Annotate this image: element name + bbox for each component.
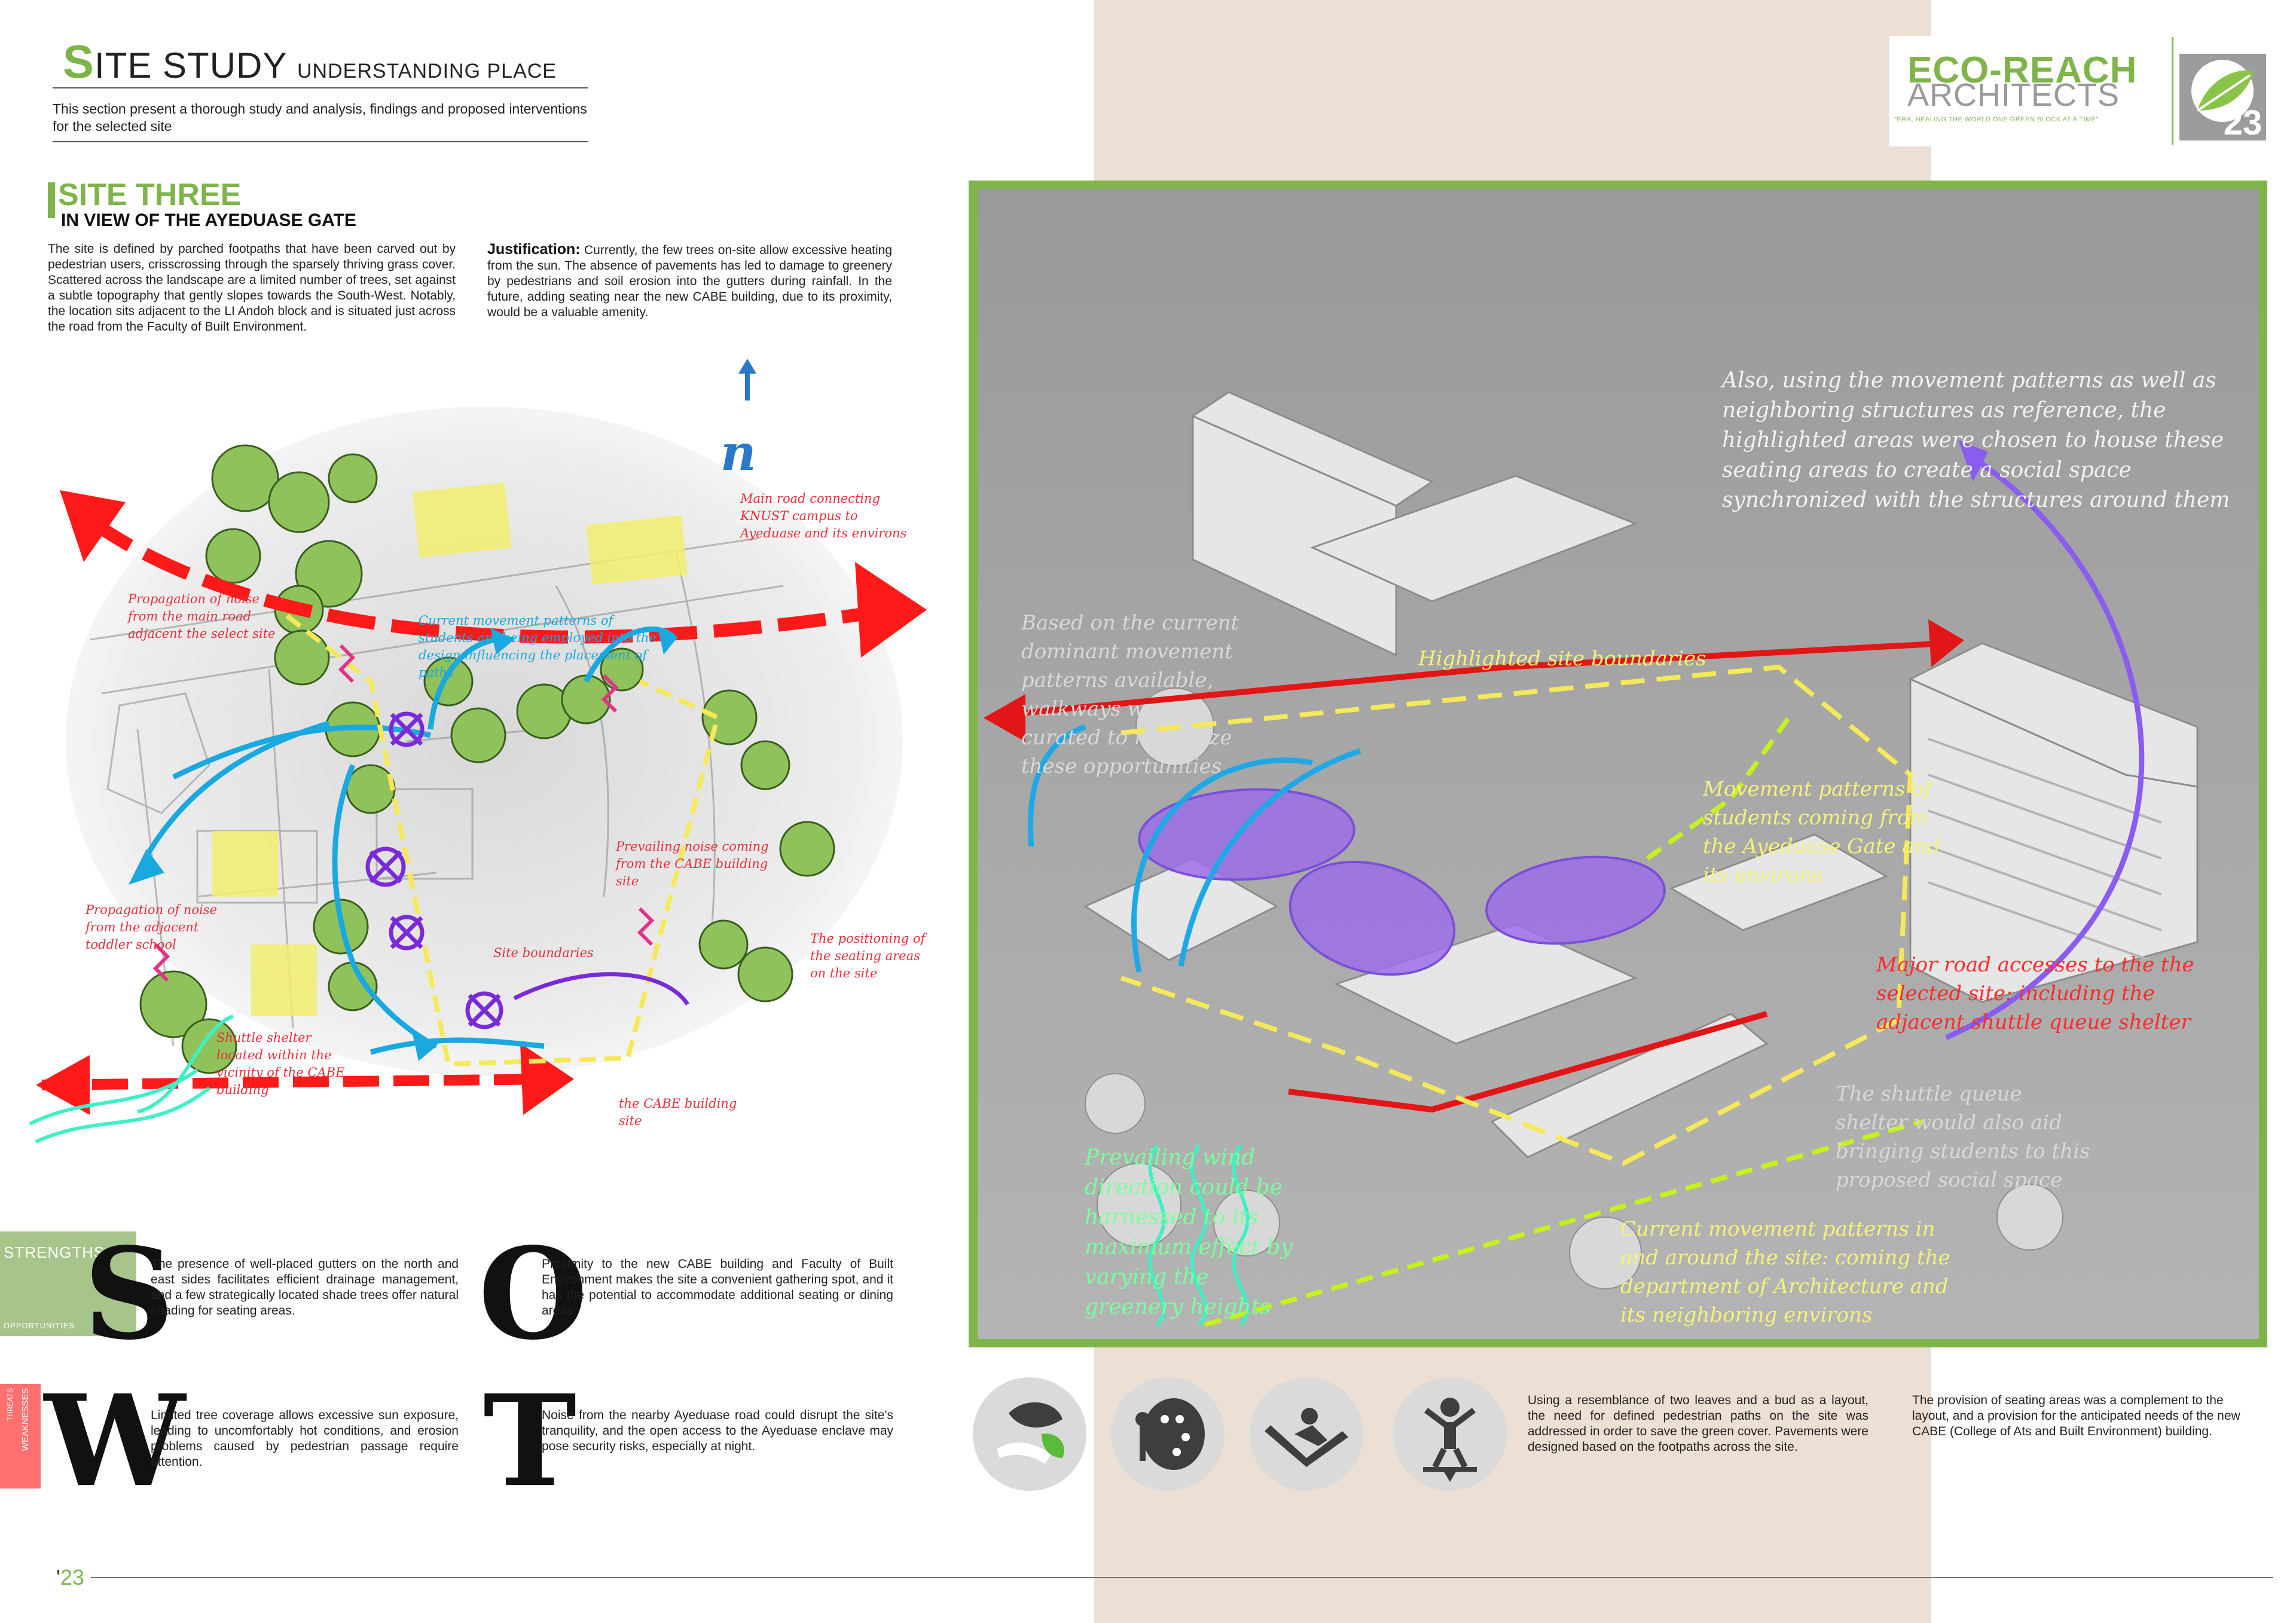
opportunities-label: OPPORTUNITIES [4, 1321, 75, 1330]
site-justification: Justification: Currently, the few trees … [487, 242, 892, 320]
swot-letter-t: T [483, 1367, 577, 1515]
swot-letter-o: O [478, 1220, 588, 1368]
brand-divider [2172, 37, 2173, 145]
header-rule-bottom [53, 141, 588, 142]
footer-year: '23 [56, 1565, 84, 1590]
leaf-hand-icon [973, 1377, 1086, 1491]
annotation-current-movement: Current movement patterns in and around … [1620, 1217, 1950, 1327]
footer-year-number: 23 [60, 1565, 84, 1590]
threats-label: THREATS [6, 1388, 14, 1422]
opportunities-text: Proximity to the new CABE building and F… [542, 1257, 893, 1318]
weaknesses-label: WEAKNESSES [20, 1388, 30, 1451]
annotation-movement-ayeduase: Movement patterns of students coming fro… [1703, 777, 1941, 887]
swot-strengths-band [0, 1231, 136, 1336]
page-title: SITE STUDY UNDERSTANDING PLACE [63, 35, 557, 89]
site-subtitle: IN VIEW OF THE AYEDUASE GATE [61, 210, 356, 230]
annotation-based-on: Based on the current dominant movement p… [1021, 611, 1239, 778]
north-arrow-icon: n [720, 424, 756, 482]
lounge-chair-icon [1250, 1377, 1363, 1491]
swot-letter-s: S [84, 1220, 175, 1368]
layout-note: Using a resemblance of two leaves and a … [1528, 1393, 1868, 1454]
site-description: The site is defined by parched footpaths… [48, 242, 456, 334]
page-subtitle: UNDERSTANDING PLACE [297, 60, 557, 82]
swot-letter-w: W [44, 1367, 185, 1515]
site-plan-sketch [18, 359, 951, 1160]
label-noise-cabe: Prevailing noise coming from the CABE bu… [616, 839, 769, 888]
weaknesses-text: Limited tree coverage allows excessive s… [151, 1408, 459, 1469]
brand-name: ECO-REACH [1907, 50, 2138, 91]
brand-tagline: "ERA, HEALING THE WORLD ONE GREEN BLOCK … [1894, 116, 2099, 123]
intro-text: This section present a thorough study an… [53, 101, 587, 134]
label-noise-toddler: Propagation of noise from the adjacent t… [86, 903, 217, 952]
footer-year-prefix: ' [56, 1565, 60, 1590]
annotation-also-using: Also, using the movement patterns as wel… [1722, 368, 2230, 512]
axonometric-render [978, 189, 2259, 1339]
label-main-road: Main road connecting KNUST campus to Aye… [740, 491, 907, 540]
swot-weakness-band [0, 1384, 41, 1488]
site-title: SITE THREE [58, 178, 242, 212]
footer-rule [91, 1577, 2273, 1578]
site-title-accent [48, 182, 55, 218]
strengths-text: The presence of well-placed gutters on t… [151, 1257, 459, 1318]
annotation-highlighted: Highlighted site boundaries [1418, 647, 1706, 671]
label-site-boundaries: Site boundaries [493, 946, 594, 960]
header-rule-top [53, 87, 588, 88]
justification-label: Justification: [487, 241, 581, 258]
annotation-shuttle-queue: The shuttle queue shelter would also aid… [1836, 1082, 2090, 1192]
justification-text: Currently, the few trees on-site allow e… [487, 243, 892, 319]
threats-text: Noise from the nearby Ayeduase road coul… [542, 1408, 893, 1453]
title-initial: S [63, 35, 95, 88]
brand-subname: ARCHITECTS [1907, 77, 2120, 113]
brand-year: '23 [2215, 103, 2263, 142]
title-rest: ITE STUDY [94, 45, 287, 85]
label-cabe-site: the CABE building site [619, 1096, 737, 1128]
person-balance-icon [1393, 1377, 1507, 1491]
palette-icon [1111, 1377, 1225, 1491]
provision-note: The provision of seating areas was a com… [1912, 1393, 2240, 1438]
annotation-major-road: Major road accesses to the the selected … [1876, 953, 2194, 1034]
label-noise-main-road: Propagation of noise from the main road … [128, 592, 276, 641]
label-shuttle-shelter: Shuttle shelter located within the vicin… [216, 1031, 345, 1097]
label-movement-patterns: Current movement patterns of students ar… [419, 613, 657, 680]
label-seating-positioning: The positioning of the seating areas on … [810, 931, 926, 980]
annotation-prevailing-wind: Prevailing wind direction could be harne… [1085, 1145, 1293, 1319]
leaf-logo-icon [2179, 54, 2266, 140]
strengths-label: STRENGTHS [4, 1243, 105, 1261]
